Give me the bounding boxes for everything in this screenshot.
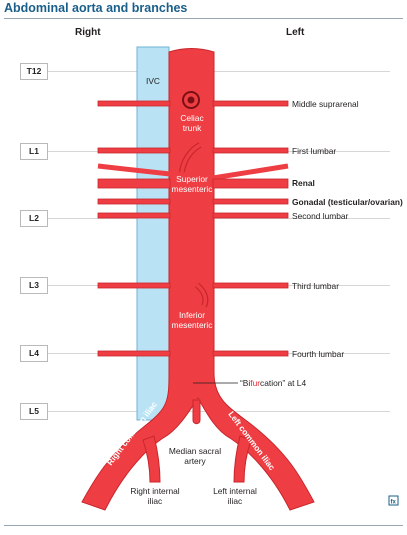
left-third-lumbar-branch bbox=[212, 282, 289, 289]
level-l1: L1 bbox=[20, 143, 48, 160]
ivc-label: IVC bbox=[146, 76, 160, 86]
ivc-vessel bbox=[136, 46, 170, 421]
bottom-divider bbox=[4, 525, 403, 526]
first-lumbar-label: First lumbar bbox=[292, 146, 337, 156]
right-gonadal-branch bbox=[97, 198, 171, 205]
right-side-label: Right bbox=[75, 27, 101, 38]
left-side-label: Left bbox=[286, 27, 305, 38]
right-third-lumbar-branch bbox=[97, 282, 171, 289]
left-first-lumbar-branch bbox=[212, 147, 289, 154]
publisher-logo bbox=[388, 495, 399, 506]
svg-text:fx: fx bbox=[391, 500, 397, 506]
level-l4: L4 bbox=[20, 345, 48, 362]
page-title: Abdominal aorta and branches bbox=[4, 1, 188, 15]
second-lumbar-label: Second lumbar bbox=[292, 211, 349, 221]
right-middle-suprarenal-branch bbox=[97, 100, 171, 107]
left-internal-iliac-vessel bbox=[233, 435, 252, 483]
aorta-trunk bbox=[81, 48, 315, 511]
gonadal-label: Gonadal (testicular/ovarian) bbox=[292, 197, 403, 207]
left-internal-iliac-label: Left internal iliac bbox=[213, 486, 257, 506]
celiac-trunk-lumen bbox=[187, 96, 195, 104]
right-second-lumbar-branch bbox=[97, 212, 171, 219]
median-sacral-vessel bbox=[192, 399, 201, 425]
right-internal-iliac-label: Right internal iliac bbox=[130, 486, 180, 506]
bifurcation-label: “Bifurcation” at L4 bbox=[240, 378, 307, 388]
left-second-lumbar-branch bbox=[212, 212, 289, 219]
right-renal-branch bbox=[97, 178, 171, 189]
level-line-l2 bbox=[47, 218, 390, 219]
left-gonadal-branch bbox=[212, 198, 289, 205]
left-upper-renal-branch bbox=[212, 163, 289, 181]
renal-label: Renal bbox=[292, 178, 315, 188]
celiac-trunk-label: Celiac trunk bbox=[180, 113, 204, 133]
left-fourth-lumbar-branch bbox=[212, 350, 289, 357]
level-line-t12 bbox=[47, 71, 390, 72]
right-internal-iliac-vessel bbox=[142, 435, 161, 483]
fourth-lumbar-label: Fourth lumbar bbox=[292, 349, 345, 359]
third-lumbar-label: Third lumbar bbox=[292, 281, 340, 291]
left-middle-suprarenal-branch bbox=[212, 100, 289, 107]
level-l2: L2 bbox=[20, 210, 48, 227]
title-divider bbox=[4, 18, 403, 19]
right-first-lumbar-branch bbox=[97, 147, 171, 154]
inferior-mesenteric-label: Inferior mesenteric bbox=[171, 310, 213, 330]
middle-suprarenal-label: Middle suprarenal bbox=[292, 99, 359, 109]
right-upper-renal-branch bbox=[97, 163, 171, 177]
right-fourth-lumbar-branch bbox=[97, 350, 171, 357]
level-l5: L5 bbox=[20, 403, 48, 420]
level-t12: T12 bbox=[20, 63, 48, 80]
superior-mesenteric-label: Superior mesenteric bbox=[171, 174, 213, 194]
median-sacral-label: Median sacral artery bbox=[168, 446, 222, 466]
left-renal-branch bbox=[212, 178, 289, 189]
level-l3: L3 bbox=[20, 277, 48, 294]
